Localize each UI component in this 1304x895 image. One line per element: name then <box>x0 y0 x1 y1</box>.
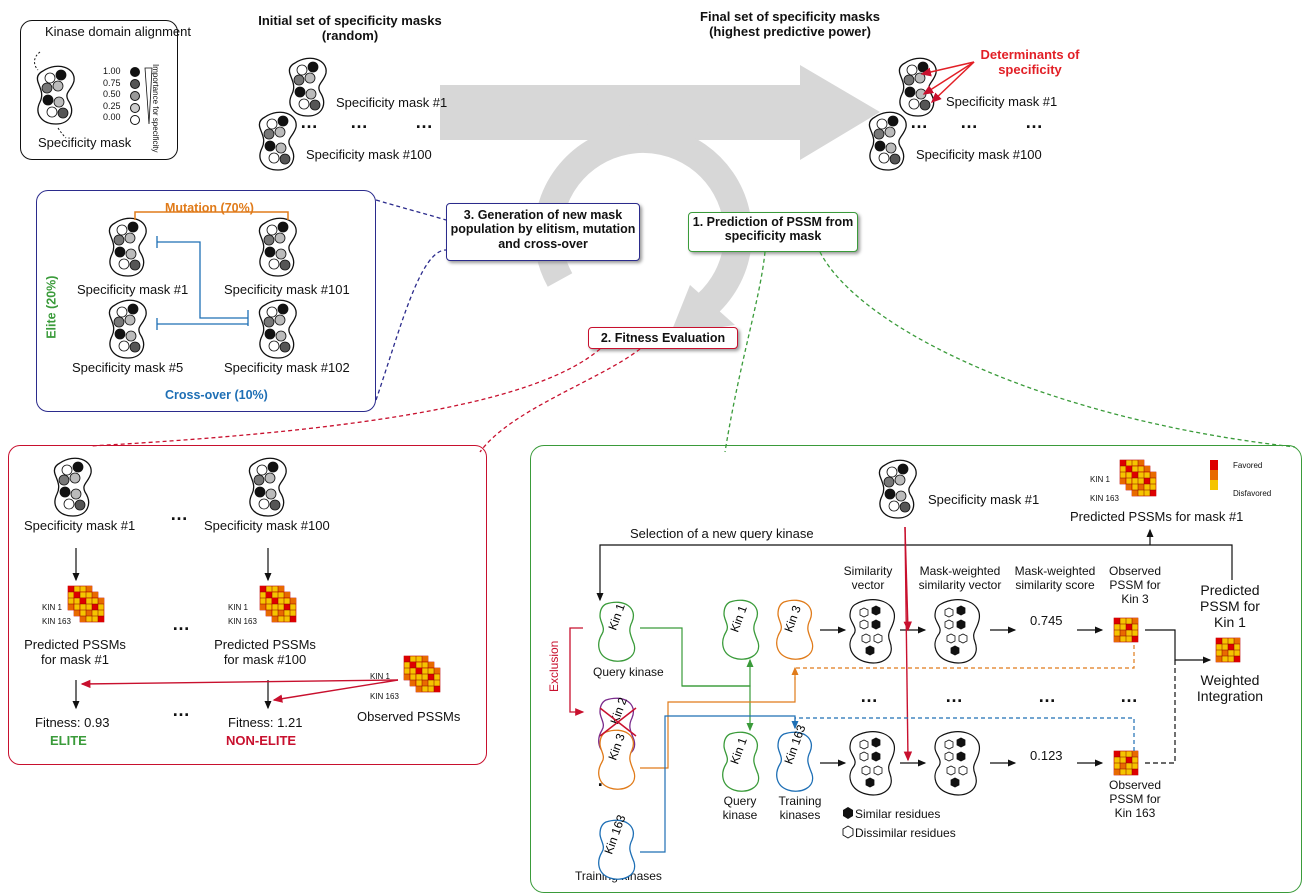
fitness-panel <box>8 445 487 765</box>
legend-mask-shape <box>36 65 75 125</box>
pred-obs3: Observed PSSM for Kin 3 <box>1108 564 1162 606</box>
step1-box <box>688 212 858 252</box>
predict-panel <box>530 445 1302 893</box>
final-title: Final set of specificity masks (highest … <box>700 9 880 39</box>
pred-training-kinases2: Training kinases <box>778 794 822 822</box>
fit-kin1-b: KIN 1 <box>228 603 249 612</box>
pred-dots-3: … <box>1038 686 1056 706</box>
pred-kin1-label: Predicted PSSM for Kin 1 <box>1200 582 1260 631</box>
fit-kin1-a: KIN 1 <box>42 603 63 612</box>
legend-scale <box>130 67 153 125</box>
pred-dots-4: … <box>1120 686 1138 706</box>
pred-score2: 0.123 <box>1030 748 1063 763</box>
fit-fitness100: Fitness: 1.21 <box>228 715 303 730</box>
pred-mask1: Specificity mask #1 <box>928 492 1040 507</box>
initial-dots-1: … <box>300 112 318 132</box>
fit-pred100: Predicted PSSMs for mask #100 <box>214 637 316 667</box>
pred-weighted: Weighted Integration <box>1196 672 1264 705</box>
pred-favored: Favored <box>1233 461 1263 470</box>
ga-mask1: Specificity mask #1 <box>77 282 189 297</box>
final-dots-1: … <box>910 112 928 132</box>
pred-mw-score: Mask-weighted similarity score <box>1014 564 1096 592</box>
pred-dots-2: … <box>945 686 963 706</box>
final-mask100: Specificity mask #100 <box>916 147 1042 162</box>
initial-mask100: Specificity mask #100 <box>306 147 432 162</box>
ga-mask5: Specificity mask #5 <box>72 360 184 375</box>
determinants-label: Determinants of specificity <box>980 47 1080 77</box>
step3-label: 3. Generation of new mask population by … <box>450 208 636 251</box>
step3-box <box>446 203 640 261</box>
pred-mw-vector: Mask-weighted similarity vector <box>918 564 1002 592</box>
pred-kin163: KIN 163 <box>1090 494 1119 503</box>
ga-mask101: Specificity mask #101 <box>224 282 350 297</box>
initial-mask1: Specificity mask #1 <box>336 95 448 110</box>
legend-box <box>20 20 178 160</box>
initial-dots-3: … <box>415 112 433 132</box>
fit-nonelite: NON-ELITE <box>226 733 297 748</box>
pred-dots-1: … <box>860 686 878 706</box>
final-mask1: Specificity mask #1 <box>946 94 1058 109</box>
step2-label: 2. Fitness Evaluation <box>600 331 726 345</box>
fit-mask1: Specificity mask #1 <box>24 518 136 533</box>
pred-for-mask: Predicted PSSMs for mask #1 <box>1070 509 1244 524</box>
ga-mask102: Specificity mask #102 <box>224 360 350 375</box>
legend-alignment: Kinase domain alignment <box>45 24 191 39</box>
final-dots-2: … <box>960 112 978 132</box>
fit-dots-1: … <box>170 504 188 524</box>
final-dots-3: … <box>1025 112 1043 132</box>
pred-query-kinase: Query kinase <box>593 665 664 679</box>
legend-mask: Specificity mask <box>38 135 132 150</box>
initial-dots-2: … <box>350 112 368 132</box>
pred-disfavored: Disfavored <box>1233 489 1272 498</box>
fit-kin163-b: KIN 163 <box>228 617 257 626</box>
fit-kin163-a: KIN 163 <box>42 617 71 626</box>
pred-query-kinase2: Query kinase <box>722 794 758 822</box>
initial-title: Initial set of specificity masks (random… <box>258 13 442 43</box>
pred-similar: Similar residues <box>855 807 941 821</box>
pred-dissimilar: Dissimilar residues <box>855 826 956 840</box>
fit-fitness1: Fitness: 0.93 <box>35 715 110 730</box>
step2-box <box>588 327 738 349</box>
pred-score1: 0.745 <box>1030 613 1063 628</box>
fit-mask100: Specificity mask #100 <box>204 518 330 533</box>
fit-dots-3: … <box>172 700 190 720</box>
pred-sim-vector: Similarity vector <box>843 564 893 592</box>
pred-kin1: KIN 1 <box>1090 475 1111 484</box>
fit-elite: ELITE <box>50 733 87 748</box>
crossover-label: Cross-over (10%) <box>165 388 268 402</box>
step1-label: 1. Prediction of PSSM from specificity m… <box>692 215 854 244</box>
fit-dots-2: … <box>172 614 190 634</box>
ga-panel <box>36 190 376 412</box>
pred-selection: Selection of a new query kinase <box>630 526 814 541</box>
fit-kin163-c: KIN 163 <box>370 692 399 701</box>
pred-obs163: Observed PSSM for Kin 163 <box>1108 778 1162 820</box>
fit-pred1: Predicted PSSMs for mask #1 <box>24 637 126 667</box>
fit-observed: Observed PSSMs <box>357 709 461 724</box>
fit-kin1-c: KIN 1 <box>370 672 391 681</box>
